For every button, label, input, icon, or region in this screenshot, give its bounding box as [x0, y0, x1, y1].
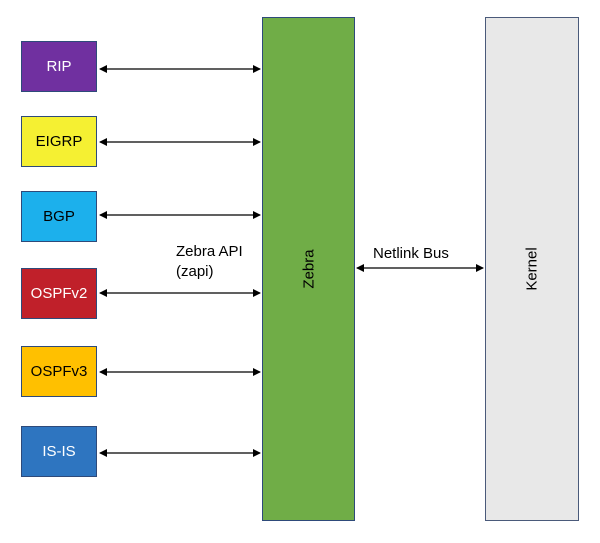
isis-label: IS-IS — [42, 443, 76, 460]
ospfv2-box: OSPFv2 — [21, 268, 97, 319]
ospfv3-label: OSPFv3 — [30, 363, 88, 380]
eigrp-label: EIGRP — [35, 133, 83, 150]
zapi-caption-line1: Zebra API — [176, 243, 243, 260]
ospfv2-label: OSPFv2 — [30, 285, 88, 302]
zebra-label: Zebra — [300, 249, 317, 289]
zebra-box: Zebra — [262, 17, 355, 521]
bgp-label: BGP — [43, 208, 75, 225]
bgp-box: BGP — [21, 191, 97, 242]
ospfv3-box: OSPFv3 — [21, 346, 97, 397]
netlink-bus-caption: Netlink Bus — [373, 245, 449, 262]
zapi-caption-line2: (zapi) — [176, 263, 214, 280]
kernel-label: Kernel — [523, 247, 541, 291]
eigrp-box: EIGRP — [21, 116, 97, 167]
kernel-box: Kernel — [485, 17, 579, 521]
rip-box: RIP — [21, 41, 97, 92]
isis-box: IS-IS — [21, 426, 97, 477]
rip-label: RIP — [46, 58, 72, 75]
